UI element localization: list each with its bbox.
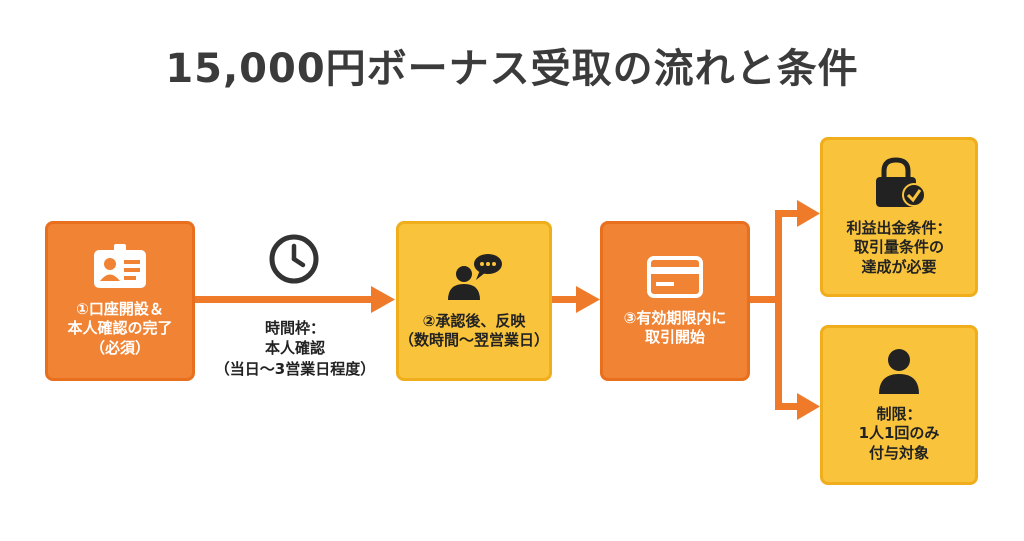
credit-card-icon: [647, 255, 703, 298]
arrow-step2-to-step3: [552, 296, 578, 303]
step-3-line-1: ③有効期限内に: [623, 308, 727, 327]
step-3-line-2: 取引開始: [644, 328, 705, 346]
condition-2-line-1: 制限：: [876, 404, 922, 423]
arrow-step1-to-step2: [195, 296, 373, 303]
clock-icon: [269, 234, 319, 284]
step-1-line-3: （必須）: [89, 338, 150, 357]
timing-line-1: 時間枠：: [264, 319, 325, 337]
condition-2-line-3: 付与対象: [868, 443, 929, 462]
step-1-account-verification: ①口座開設＆ 本人確認の完了 （必須）: [45, 221, 195, 381]
arrow-branch-to-withdraw: [775, 210, 799, 217]
branch-line: [775, 210, 782, 410]
condition-withdrawal: 利益出金条件： 取引量条件の 達成が必要: [820, 137, 978, 297]
arrowhead-limit: [797, 393, 820, 420]
person-chat-icon: [448, 253, 502, 300]
step-2-line-2: （数時間〜翌営業日）: [399, 331, 550, 349]
arrowhead-withdraw: [797, 200, 820, 227]
step-1-line-1: ①口座開設＆: [76, 299, 164, 318]
step-2-line-1: ②承認後、反映: [422, 311, 526, 330]
arrow-branch-to-limit: [775, 403, 799, 410]
arrow-step3-to-branch: [750, 296, 782, 303]
step-3-start-trading: ③有効期限内に 取引開始: [600, 221, 750, 381]
condition-1-line-1: 利益出金条件：: [846, 218, 952, 237]
step-2-approval: ②承認後、反映 （数時間〜翌営業日）: [396, 221, 552, 381]
step-1-line-2: 本人確認の完了: [67, 319, 173, 338]
condition-1-line-2: 取引量条件の: [853, 238, 944, 257]
page-title: 15,000円ボーナス受取の流れと条件: [165, 46, 859, 92]
timing-note: 時間枠： 本人確認 （当日〜3営業日程度）: [200, 318, 390, 379]
condition-limit: 制限： 1人1回のみ 付与対象: [820, 325, 978, 485]
condition-1-line-3: 達成が必要: [861, 257, 937, 276]
timing-line-2: 本人確認: [264, 339, 325, 358]
id-card-icon: [94, 243, 146, 288]
timing-line-3: （当日〜3営業日程度）: [214, 359, 376, 378]
arrowhead-step2: [371, 286, 395, 313]
arrowhead-step3: [576, 286, 600, 313]
lock-check-icon: [876, 157, 926, 207]
condition-2-line-2: 1人1回のみ: [858, 424, 940, 443]
person-icon: [879, 348, 919, 394]
